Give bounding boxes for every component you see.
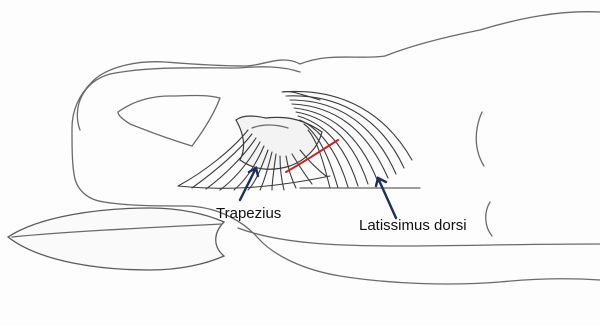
pillow (8, 208, 224, 270)
latissimus-dorsi-label: Latissimus dorsi (359, 218, 467, 233)
rib-curve-lower (486, 202, 492, 236)
axilla-outline (118, 96, 220, 147)
latissimus-arrow (376, 178, 396, 218)
trapezius-arrow (240, 168, 258, 200)
trapezius-label: Trapezius (216, 206, 281, 221)
rib-curve-upper (476, 112, 484, 166)
